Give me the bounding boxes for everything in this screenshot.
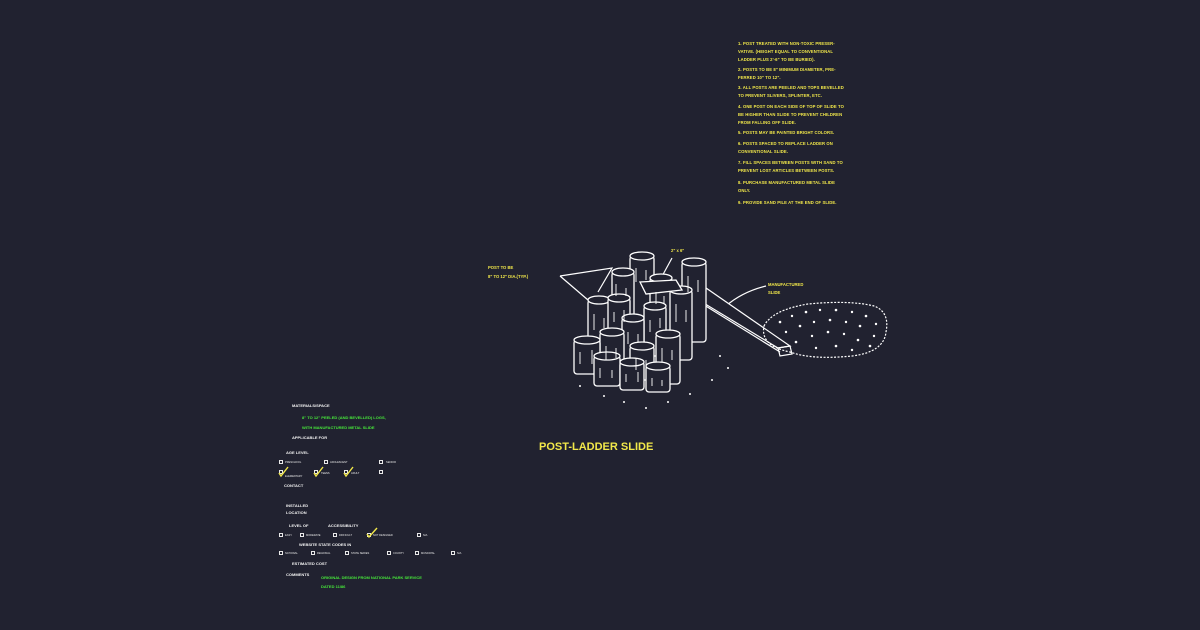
age-check-marks: [278, 466, 354, 478]
age-checkbox-elementary[interactable]: [279, 470, 283, 474]
age-checkbox-teens[interactable]: [314, 470, 318, 474]
website-option-county: COUNTY: [393, 552, 404, 555]
slide-callout-line1: MANUFACTURED: [768, 282, 804, 287]
access-checkbox-moderate[interactable]: [300, 533, 304, 537]
website-checkbox-county[interactable]: [387, 551, 391, 555]
website-checkbox-regional[interactable]: [311, 551, 315, 555]
check-mark-icon: [366, 527, 378, 539]
materials-label: MATERIALS/SPACE: [292, 403, 330, 408]
note-4: 4. ONE POST ON EACH SIDE OF TOP OF SLIDE…: [738, 104, 844, 125]
age-option-senior: SENIOR: [386, 461, 396, 464]
materials-value-2: WITH MANUFACTURED METAL SLIDE: [302, 425, 375, 430]
metal-slide: [690, 287, 793, 357]
age-option-elementary: ELEMENTARY: [285, 475, 303, 478]
age-option-teens: TEENS: [321, 472, 330, 475]
check-mark-icon: [278, 466, 289, 478]
access-option-not-designed: NOT DESIGNED: [373, 534, 393, 537]
leader-line-slide: [725, 285, 767, 307]
website-checkbox-state[interactable]: [345, 551, 349, 555]
note-3: 3. ALL POSTS ARE PEELED AND TOPS BEVELLE…: [738, 85, 844, 98]
check-mark-icon: [343, 466, 354, 478]
installed-label-1: INSTALLED: [286, 503, 309, 508]
age-option-preschool: PRESCHOOL: [285, 461, 302, 464]
log-posts: [573, 251, 707, 393]
age-checkbox-na[interactable]: [379, 470, 383, 474]
website-label: WEBSITE STATE CODES IN: [299, 542, 352, 547]
slide-callout-line2: SLIDE: [768, 290, 781, 295]
age-option-adolescent: ADOLESCENT: [330, 461, 348, 464]
access-checkbox-easy[interactable]: [279, 533, 283, 537]
note-5: 5. POSTS MAY BE PAINTED BRIGHT COLORS.: [738, 130, 835, 135]
contact-label: CONTACT: [284, 483, 304, 488]
estimated-cost-label: ESTIMATED COST: [292, 561, 328, 566]
note-1: 1. POST TREATED WITH NON-TOXIC PRESER- V…: [738, 41, 835, 62]
materials-value-1: 8" TO 12" PEELED (AND BEVELLED) LOGS,: [302, 415, 386, 420]
website-option-na: N/A: [457, 552, 462, 555]
post-size-label: 2" x 6": [671, 248, 685, 253]
note-9: 9. PROVIDE SAND PILE AT THE END OF SLIDE…: [738, 200, 837, 205]
applicable-label: APPLICABLE FOR: [292, 435, 328, 440]
sand-texture: [579, 308, 878, 409]
comments-value-2: DATED 11/86: [321, 584, 346, 589]
access-option-moderate: MODERATE: [306, 534, 321, 537]
age-checkbox-adolescent[interactable]: [324, 460, 328, 464]
access-option-easy: EASY: [285, 534, 292, 537]
age-option-adult: ADULT: [351, 472, 360, 475]
comments-label: COMMENTS: [286, 572, 310, 577]
age-checkbox-adult[interactable]: [344, 470, 348, 474]
age-level-label: AGE LEVEL: [286, 450, 309, 455]
post-callout-line1: POST TO BE: [488, 265, 514, 270]
drawing-title: POST-LADDER SLIDE: [539, 441, 654, 453]
note-7: 7. FILL SPACES BETWEEN POSTS WITH SAND T…: [738, 160, 843, 173]
access-checkbox-na[interactable]: [417, 533, 421, 537]
check-mark-icon: [313, 466, 324, 478]
website-option-regional: REGIONAL: [317, 552, 331, 555]
website-checkbox-national[interactable]: [279, 551, 283, 555]
note-2: 2. POSTS TO BE 8" MINIMUM DIAMETER, PRE-…: [738, 67, 836, 80]
post-callout-line2: 8" TO 12" DIA.(TYP.): [488, 274, 529, 279]
accessibility-label: ACCESSIBILITY: [328, 523, 359, 528]
sand-pile: [762, 301, 888, 358]
age-checkbox-preschool[interactable]: [279, 460, 283, 464]
website-option-state: STATE SERIES: [351, 552, 370, 555]
website-checkbox-na[interactable]: [451, 551, 455, 555]
installed-label-2: LOCATION: [286, 510, 307, 515]
access-option-na: N/A: [423, 534, 428, 537]
note-8: 8. PURCHASE MANUFACTURED METAL SLIDE ONL…: [738, 180, 835, 193]
level-of-label: LEVEL OF: [289, 523, 309, 528]
age-checkbox-senior[interactable]: [379, 460, 383, 464]
bark-texture: [579, 268, 699, 386]
leader-line-posts: [559, 267, 614, 301]
access-option-difficult: DIFFICULT: [339, 534, 353, 537]
website-checkbox-municipal[interactable]: [415, 551, 419, 555]
note-6: 6. POSTS SPACED TO REPLACE LADDER ON CON…: [738, 141, 833, 154]
comments-value-1: ORIGINAL DESIGN FROM NATIONAL PARK SERVI…: [321, 575, 422, 580]
website-option-national: NATIONAL: [285, 552, 298, 555]
access-checkbox-difficult[interactable]: [333, 533, 337, 537]
website-option-municipal: MUNICIPAL: [421, 552, 435, 555]
